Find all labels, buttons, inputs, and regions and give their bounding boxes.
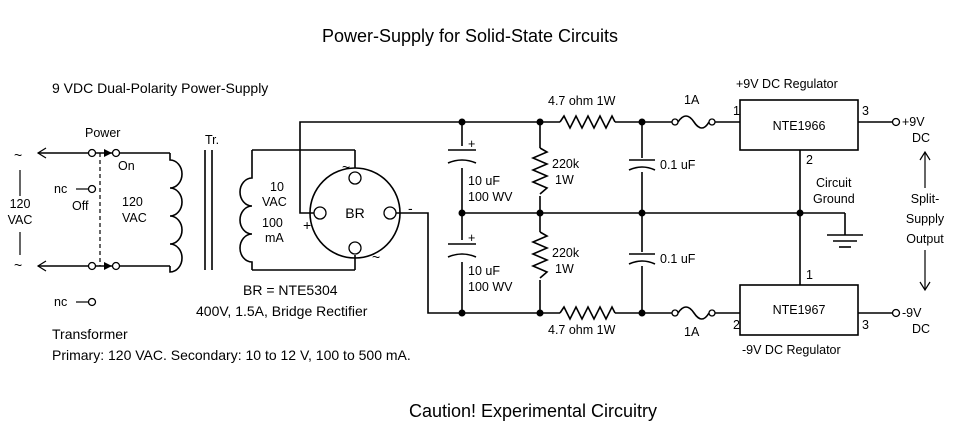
secondary-unit: VAC	[262, 195, 287, 209]
series-resistor-bottom-label: 4.7 ohm 1W	[548, 323, 616, 337]
cap-bottom-value: 10 uF	[468, 264, 500, 278]
switch-on-label: On	[118, 159, 135, 173]
transformer-ref: Tr.	[205, 133, 219, 147]
bleeder-top-watt: 1W	[555, 173, 574, 187]
cap-top-value: 10 uF	[468, 174, 500, 188]
split-supply-indicator: Split- Supply Output	[906, 150, 945, 292]
input-voltage: 120	[10, 197, 31, 211]
primary-unit: VAC	[122, 211, 147, 225]
split-label-1: Split-	[911, 192, 939, 206]
neg-reg-pin2: 2	[733, 318, 740, 332]
circuit-ground: Circuit Ground	[813, 176, 863, 248]
pos-reg-pin2: 2	[806, 153, 813, 167]
split-label-3: Output	[906, 232, 944, 246]
secondary-current-unit: mA	[265, 231, 284, 245]
bleeder-bottom-value: 220k	[552, 246, 580, 260]
power-switch: Power On Off nc nc	[54, 126, 170, 309]
caution-footer: Caution! Experimental Circuitry	[409, 401, 657, 421]
diagram-title: Power-Supply for Solid-State Circuits	[322, 26, 618, 46]
power-label: Power	[85, 126, 120, 140]
cap-top-plus: +	[468, 137, 475, 151]
input-unit: VAC	[8, 213, 33, 227]
primary-voltage: 120	[122, 195, 143, 209]
fuse-bottom: 1A	[671, 306, 716, 339]
bridge-plus: +	[303, 217, 311, 233]
bridge-part: BR = NTE5304	[243, 282, 338, 298]
cap-top-voltage: 100 WV	[468, 190, 513, 204]
cap-bottom-plus: +	[468, 231, 475, 245]
negative-output-dc: DC	[912, 322, 930, 336]
bypass-top-value: 0.1 uF	[660, 158, 696, 172]
bleeder-bottom-watt: 1W	[555, 262, 574, 276]
ground-label-2: Ground	[813, 192, 855, 206]
ac-input: ~ ~ 120 VAC	[8, 147, 88, 273]
bypass-capacitor-bottom: 0.1 uF	[628, 252, 696, 266]
filter-capacitor-top: + 10 uF 100 WV	[447, 137, 513, 204]
switch-off-label: Off	[72, 199, 89, 213]
series-resistor-bottom: 4.7 ohm 1W	[548, 305, 616, 337]
bridge-minus: -	[408, 200, 413, 216]
ground-label-1: Circuit	[816, 176, 852, 190]
ac-symbol-top: ~	[14, 147, 22, 163]
filter-capacitor-bottom: + 10 uF 100 WV	[447, 231, 513, 294]
bypass-bottom-value: 0.1 uF	[660, 252, 696, 266]
bridge-rectifier: BR ~ ~ + - BR = NTE5304 400V, 1.5A, Brid…	[196, 121, 462, 319]
bridge-spec: 400V, 1.5A, Bridge Rectifier	[196, 303, 368, 319]
neg-reg-pin3: 3	[862, 318, 869, 332]
transformer-caption: Transformer	[52, 326, 128, 342]
neg-reg-pin1: 1	[806, 268, 813, 282]
transformer-spec: Primary: 120 VAC. Secondary: 10 to 12 V,…	[52, 347, 411, 363]
positive-output-label: +9V	[902, 115, 925, 129]
secondary-voltage: 10	[270, 180, 284, 194]
fuse-top-rating: 1A	[684, 93, 700, 107]
pos-reg-pin1: 1	[733, 104, 740, 118]
fuse-top: 1A	[671, 93, 716, 129]
positive-regulator-title: +9V DC Regulator	[736, 77, 838, 91]
fuse-bottom-rating: 1A	[684, 325, 700, 339]
bleeder-resistor-bottom: 220k 1W	[530, 231, 580, 280]
negative-regulator-part: NTE1967	[773, 303, 826, 317]
secondary-current: 100	[262, 216, 283, 230]
bypass-capacitor-top: 0.1 uF	[628, 158, 696, 172]
bleeder-resistor-top: 220k 1W	[530, 147, 580, 196]
nc-bottom-label: nc	[54, 295, 67, 309]
bridge-ref: BR	[345, 205, 364, 221]
positive-output-dc: DC	[912, 131, 930, 145]
nc-top-label: nc	[54, 182, 67, 196]
transformer: Tr. 120 VAC 10 VAC 100 mA Transformer Pr…	[52, 133, 411, 363]
negative-output-label: -9V	[902, 306, 922, 320]
split-label-2: Supply	[906, 212, 945, 226]
diagram-subtitle: 9 VDC Dual-Polarity Power-Supply	[52, 80, 268, 96]
series-resistor-top: 4.7 ohm 1W	[548, 94, 616, 130]
positive-regulator-part: NTE1966	[773, 119, 826, 133]
bridge-ac-bottom: ~	[372, 249, 380, 265]
pos-reg-pin3: 3	[862, 104, 869, 118]
negative-regulator-title: -9V DC Regulator	[742, 343, 841, 357]
bridge-ac-top: ~	[342, 159, 350, 175]
cap-bottom-voltage: 100 WV	[468, 280, 513, 294]
positive-regulator: +9V DC Regulator NTE1966 1 3 2 +9V DC	[733, 77, 930, 167]
supply-rails	[458, 118, 845, 317]
series-resistor-top-label: 4.7 ohm 1W	[548, 94, 616, 108]
negative-regulator: NTE1967 2 3 1 -9V DC Regulator -9V DC	[733, 268, 930, 357]
ac-symbol-bottom: ~	[14, 257, 22, 273]
bleeder-top-value: 220k	[552, 157, 580, 171]
